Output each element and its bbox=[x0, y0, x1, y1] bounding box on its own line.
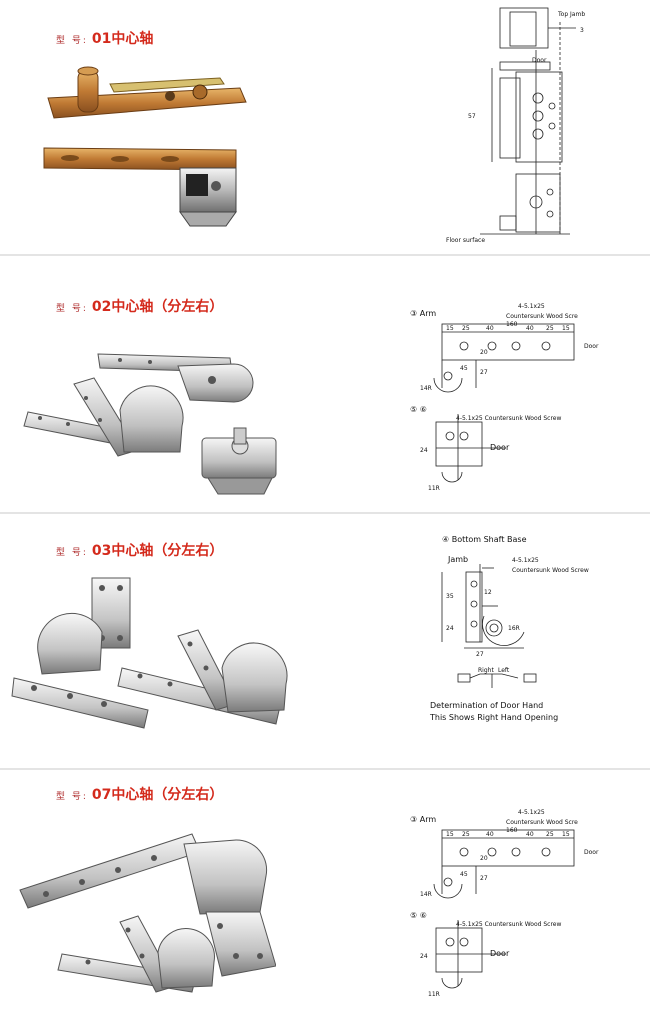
label-27: 27 bbox=[480, 369, 488, 376]
caption-door-hand: Determination of Door Hand bbox=[430, 701, 543, 710]
dim-1: 25 bbox=[462, 831, 470, 838]
model-name: 07中心轴（分左右） bbox=[91, 787, 224, 803]
dim-3: 160 bbox=[506, 827, 518, 834]
model-label-01: 型 号:01中心轴 bbox=[56, 28, 153, 48]
label-11r: 11R bbox=[428, 991, 440, 998]
dim-0: 15 bbox=[446, 325, 454, 332]
label-screw-spec: 4-5.1x25 bbox=[518, 809, 545, 816]
pivot-hinge-07-drawing: ③ Arm 4-5.1x25 Countersunk Wood Scre 15 … bbox=[410, 809, 599, 998]
dim-2: 40 bbox=[486, 325, 494, 332]
model-prefix: 型 号: bbox=[56, 792, 88, 802]
label-20: 20 bbox=[480, 855, 488, 862]
pivot-hinge-03-photo bbox=[11, 577, 288, 729]
product-section-07: 型 号:07中心轴（分左右） bbox=[0, 770, 650, 1016]
label-door: Door bbox=[532, 57, 547, 64]
label-marker-56: ⑤ ⑥ bbox=[410, 405, 427, 414]
pivot-hinge-02-photo bbox=[23, 353, 277, 495]
dim-4: 40 bbox=[526, 325, 534, 332]
label-screw-type: Countersunk Wood Scre bbox=[506, 313, 578, 320]
label-14r: 14R bbox=[420, 385, 432, 392]
model-name: 03中心轴（分左右） bbox=[91, 543, 224, 559]
dim-0: 15 bbox=[446, 831, 454, 838]
label-14r: 14R bbox=[420, 891, 432, 898]
label-24: 24 bbox=[420, 953, 428, 960]
label-right: Right bbox=[478, 667, 494, 674]
label-door2: Door bbox=[490, 949, 510, 958]
caption-right-hand: This Shows Right Hand Opening bbox=[429, 713, 558, 722]
dimension-row: 15 25 40 160 40 25 15 bbox=[446, 321, 570, 332]
dim-1: 25 bbox=[462, 325, 470, 332]
label-24: 24 bbox=[446, 625, 454, 632]
model-name: 01中心轴 bbox=[91, 31, 154, 47]
dim-6: 15 bbox=[562, 325, 570, 332]
dim-5: 25 bbox=[546, 831, 554, 838]
dim-3: 160 bbox=[506, 321, 518, 328]
label-screw2: 4-5.1x25 Countersunk Wood Screw bbox=[456, 415, 561, 422]
pivot-hinge-07-photo bbox=[19, 833, 276, 993]
pivot-hinge-02-drawing: ③ Arm 4-5.1x25 Countersunk Wood Scre 15 … bbox=[410, 303, 599, 492]
label-door2: Door bbox=[490, 443, 510, 452]
bottom-shaft-base-drawing: ④ Bottom Shaft Base Jamb 4-5.1x25 Counte… bbox=[429, 535, 589, 722]
model-prefix: 型 号: bbox=[56, 304, 88, 314]
label-screw-spec: 4-5.1x25 bbox=[518, 303, 545, 310]
label-screw2: 4-5.1x25 Countersunk Wood Screw bbox=[456, 921, 561, 928]
label-45: 45 bbox=[460, 871, 468, 878]
label-27: 27 bbox=[476, 651, 484, 658]
label-12: 12 bbox=[484, 589, 492, 596]
label-door: Door bbox=[584, 343, 599, 350]
dim-5: 25 bbox=[546, 325, 554, 332]
label-20: 20 bbox=[480, 349, 488, 356]
dim-4: 40 bbox=[526, 831, 534, 838]
label-marker-56: ⑤ ⑥ bbox=[410, 911, 427, 920]
product-section-01: 型 号:01中心轴 bbox=[0, 0, 650, 256]
label-45: 45 bbox=[460, 365, 468, 372]
label-screw-type: Countersunk Wood Screw bbox=[512, 567, 589, 574]
product-section-03: 型 号:03中心轴（分左右） bbox=[0, 514, 650, 770]
label-three: 3 bbox=[580, 27, 584, 34]
model-prefix: 型 号: bbox=[56, 36, 88, 46]
product-section-02: 型 号:02中心轴（分左右） bbox=[0, 256, 650, 514]
label-24: 24 bbox=[420, 447, 428, 454]
label-screw-spec: 4-5.1x25 bbox=[512, 557, 539, 564]
label-top-jamb: Top Jamb bbox=[557, 11, 585, 18]
label-27: 27 bbox=[480, 875, 488, 882]
dimension-row: 15 25 40 160 40 25 15 bbox=[446, 827, 570, 838]
dim-6: 15 bbox=[562, 831, 570, 838]
model-prefix: 型 号: bbox=[56, 548, 88, 558]
label-arm: ③ Arm bbox=[410, 309, 436, 318]
model-label-07: 型 号:07中心轴（分左右） bbox=[56, 784, 223, 804]
label-57: 57 bbox=[468, 113, 476, 120]
label-35: 35 bbox=[446, 593, 454, 600]
dim-2: 40 bbox=[486, 831, 494, 838]
label-jamb: Jamb bbox=[447, 555, 468, 564]
label-left: Left bbox=[498, 667, 510, 674]
label-16r: 16R bbox=[508, 625, 520, 632]
pivot-hinge-01-photo bbox=[43, 66, 247, 227]
label-title: ④ Bottom Shaft Base bbox=[442, 535, 527, 544]
pivot-hinge-01-drawing: Top Jamb 3 Door 57 Floor surface bbox=[446, 7, 585, 244]
label-floor-surface: Floor surface bbox=[446, 237, 485, 244]
label-arm: ③ Arm bbox=[410, 815, 436, 824]
model-label-02: 型 号:02中心轴（分左右） bbox=[56, 296, 223, 316]
model-name: 02中心轴（分左右） bbox=[91, 299, 224, 315]
model-label-03: 型 号:03中心轴（分左右） bbox=[56, 540, 223, 560]
label-screw-type: Countersunk Wood Scre bbox=[506, 819, 578, 826]
label-door: Door bbox=[584, 849, 599, 856]
label-11r: 11R bbox=[428, 485, 440, 492]
